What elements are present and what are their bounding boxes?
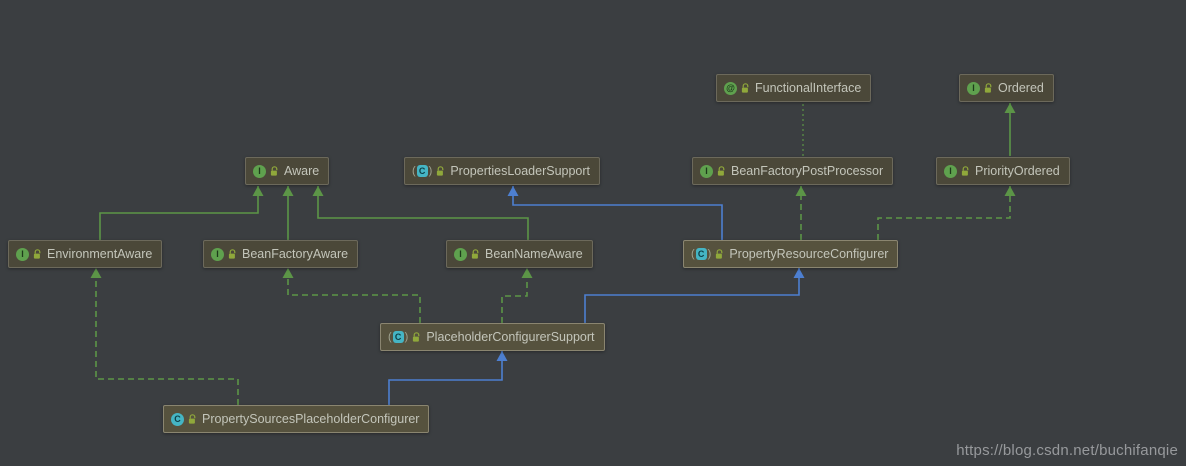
class-node-ordered[interactable]: I Ordered [959,74,1054,102]
lock-icon [188,413,197,425]
annotation-icon: @ [724,81,737,95]
watermark: https://blog.csdn.net/buchifanqie [956,442,1178,459]
arrowhead-icon [312,186,324,196]
node-label: BeanNameAware [485,247,583,261]
abstract-class-icon: C [388,331,408,343]
node-label: PropertiesLoaderSupport [450,164,591,178]
class-node-property-resource-configurer[interactable]: C PropertyResourceConfigurer [683,240,899,268]
lock-icon [715,248,724,260]
node-label: BeanFactoryAware [242,247,349,261]
lock-icon [436,165,445,177]
lock-icon [412,331,421,343]
node-label: PropertySourcesPlaceholderConfigurer [202,412,420,426]
interface-icon: I [700,164,713,178]
class-node-aware[interactable]: I Aware [245,157,330,185]
interface-icon: I [967,81,980,95]
lock-icon [270,165,279,177]
class-node-bean-factory-post-processor[interactable]: I BeanFactoryPostProcessor [692,157,894,185]
interface-icon: I [253,164,266,178]
edge-placeholder-configurer-support-to-bean-name-aware [501,268,528,323]
node-label: BeanFactoryPostProcessor [731,164,884,178]
edge-placeholder-configurer-support-to-bean-factory-aware [287,268,421,323]
interface-icon: I [454,247,467,261]
node-label: PlaceholderConfigurerSupport [426,330,595,344]
abstract-class-icon: C [691,248,711,260]
node-label: PropertyResourceConfigurer [729,247,889,261]
lock-icon [228,248,237,260]
arrowhead-icon [282,268,294,278]
arrowhead-icon [521,268,533,278]
class-node-functional-interface[interactable]: @ FunctionalInterface [716,74,872,102]
arrowhead-icon [507,186,519,196]
class-node-environment-aware[interactable]: I EnvironmentAware [8,240,163,268]
class-node-properties-loader-support[interactable]: C PropertiesLoaderSupport [404,157,601,185]
interface-icon: I [211,247,224,261]
edge-bean-name-aware-to-aware [317,186,529,240]
node-label: EnvironmentAware [47,247,153,261]
edge-property-sources-placeholder-configurer-to-placeholder-configurer-support [388,351,503,405]
edge-property-sources-placeholder-configurer-to-environment-aware [95,268,239,405]
node-label: Ordered [998,81,1044,95]
arrowhead-icon [1004,186,1016,196]
lock-icon [471,248,480,260]
class-node-priority-ordered[interactable]: I PriorityOrdered [936,157,1070,185]
arrowhead-icon [795,186,807,196]
lock-icon [961,165,970,177]
lock-icon [984,82,993,94]
arrowhead-icon [793,268,805,278]
class-icon: C [171,412,184,426]
lock-icon [33,248,42,260]
node-label: PriorityOrdered [975,164,1060,178]
arrowhead-icon [282,186,294,196]
interface-icon: I [16,247,29,261]
class-node-placeholder-configurer-support[interactable]: C PlaceholderConfigurerSupport [380,323,605,351]
class-node-bean-name-aware[interactable]: I BeanNameAware [446,240,593,268]
abstract-class-icon: C [412,165,432,177]
node-label: FunctionalInterface [755,81,862,95]
class-node-property-sources-placeholder-configurer[interactable]: C PropertySourcesPlaceholderConfigurer [163,405,430,433]
edge-property-resource-configurer-to-properties-loader-support [512,186,723,240]
arrowhead-icon [90,268,102,278]
edge-placeholder-configurer-support-to-property-resource-configurer [584,268,800,323]
node-label: Aware [284,164,320,178]
arrowhead-icon [252,186,264,196]
edge-environment-aware-to-aware [99,186,259,240]
arrowhead-icon [1004,103,1016,113]
lock-icon [741,82,750,94]
class-node-bean-factory-aware[interactable]: I BeanFactoryAware [203,240,359,268]
arrowhead-icon [496,351,508,361]
interface-icon: I [944,164,957,178]
edge-property-resource-configurer-to-priority-ordered [877,186,1011,240]
lock-icon [717,165,726,177]
